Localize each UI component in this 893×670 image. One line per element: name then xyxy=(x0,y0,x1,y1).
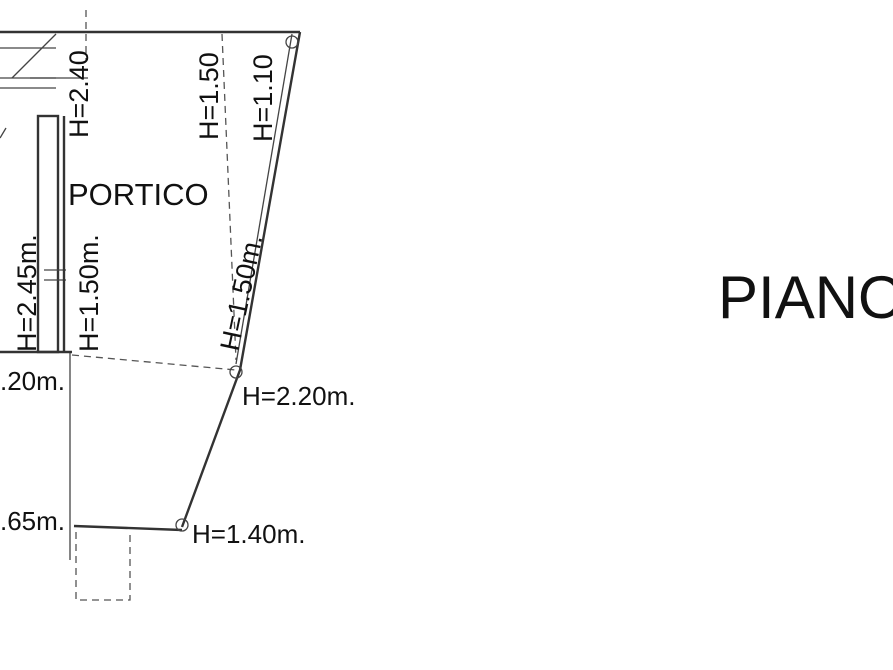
marker-mid xyxy=(229,365,243,379)
label-h150-diag: H=1.50m. xyxy=(215,232,269,353)
marker-bottom xyxy=(175,518,189,532)
slanted-wall-inner xyxy=(235,33,293,365)
room-label: PORTICO xyxy=(68,177,209,212)
marker-top-right xyxy=(285,35,299,49)
label-h110: H=1.10 xyxy=(248,54,278,142)
label-h150-left: H=1.50m. xyxy=(74,234,104,352)
bottom-dash-box xyxy=(75,532,131,601)
dash-horizontal xyxy=(71,354,237,371)
slanted-wall xyxy=(180,31,302,528)
left-tick xyxy=(0,127,7,139)
stair-diagonal xyxy=(11,33,57,79)
label-h240: H=2.40 xyxy=(64,50,94,138)
label-h245: H=2.45m. xyxy=(12,234,42,352)
label-h140: H=1.40m. xyxy=(192,519,305,549)
floor-title: PIANO xyxy=(718,264,893,331)
label-h165: .65m. xyxy=(0,506,65,536)
dash-vertical xyxy=(221,33,237,361)
label-h220-right: H=2.20m. xyxy=(242,381,355,411)
bottom-wall xyxy=(73,524,183,532)
label-h150-top: H=1.50 xyxy=(194,52,224,140)
label-h220-left: .20m. xyxy=(0,366,65,396)
